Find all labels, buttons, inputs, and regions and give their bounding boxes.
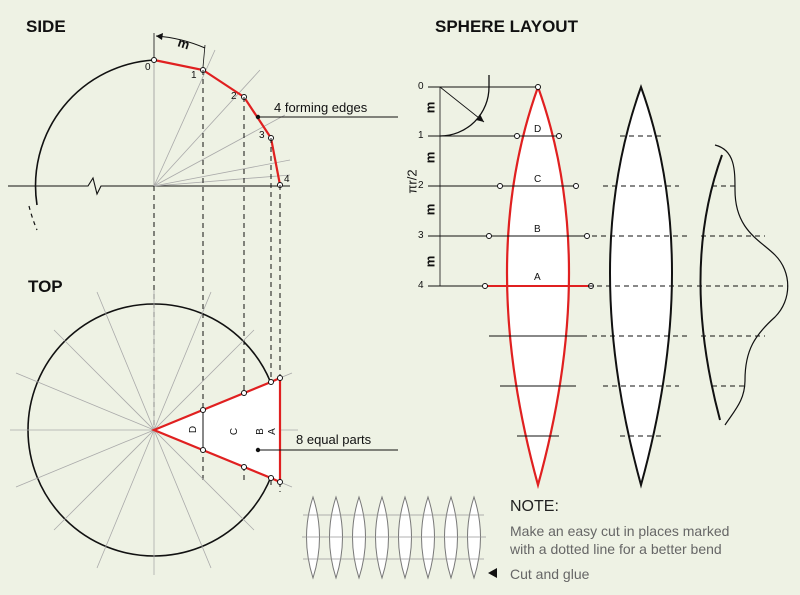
- layout-row-3: 3: [418, 230, 424, 241]
- m-arrow-head: [156, 33, 163, 40]
- side-circle-arc: [34, 59, 155, 206]
- layout-letter-a: A: [534, 272, 541, 283]
- side-point-label-1: 1: [191, 70, 197, 81]
- equal-parts-label: 8 equal parts: [296, 432, 372, 447]
- layout-row-1: 1: [418, 130, 424, 141]
- layout-m-label-1: m: [422, 101, 438, 114]
- gore-3: [699, 154, 723, 421]
- gore-3-rows: [697, 185, 788, 387]
- mini-gores-rows: [302, 514, 486, 560]
- layout-row-2: 2: [418, 180, 424, 191]
- top-heading: TOP: [28, 277, 63, 296]
- layout-letter-d: D: [534, 124, 542, 135]
- side-points: [151, 57, 283, 188]
- top-points: [200, 375, 283, 485]
- layout-quarter-arc: [439, 75, 490, 137]
- top-view: [10, 290, 398, 575]
- layout-pi-half-label: πr/2: [404, 169, 420, 194]
- layout-letter-b: B: [534, 224, 541, 235]
- forming-edges-label: 4 forming edges: [274, 100, 368, 115]
- side-point-label-3: 3: [259, 130, 265, 141]
- side-point-label-2: 2: [231, 91, 237, 102]
- layout-m-label-3: m: [422, 203, 438, 216]
- note-line-1: Make an easy cut in places marked: [510, 523, 730, 539]
- layout-letter-c: C: [534, 174, 542, 185]
- note-title: NOTE:: [510, 498, 559, 515]
- layout-m-label-2: m: [422, 151, 438, 164]
- side-forming-edges: [153, 58, 282, 186]
- layout-row-4: 4: [418, 280, 424, 291]
- side-axis-break: [8, 176, 290, 196]
- sphere-layout-heading: SPHERE LAYOUT: [435, 17, 578, 36]
- top-letter-a: A: [266, 428, 278, 435]
- top-letter-b: B: [254, 428, 266, 435]
- layout-m-label-4: m: [422, 255, 438, 268]
- sphere-layout: [428, 75, 789, 490]
- note-cut-and-glue: Cut and glue: [510, 566, 590, 582]
- mini-gores: [306, 495, 481, 580]
- gore-2-rows: [588, 135, 694, 437]
- side-heading: SIDE: [26, 17, 66, 36]
- side-point-label-0: 0: [145, 62, 151, 73]
- top-gore-segment: [151, 376, 282, 484]
- gore-1-points: [482, 84, 594, 289]
- top-letter-c: C: [229, 427, 241, 436]
- top-letter-d: D: [188, 425, 200, 434]
- side-circle-arc-dashed: [28, 205, 38, 231]
- side-point-label-4: 4: [284, 174, 290, 185]
- layout-row-0: 0: [418, 81, 424, 92]
- gore-3-wavy-edge: [714, 144, 789, 426]
- side-rays: [153, 49, 291, 187]
- cut-glue-marker: [488, 568, 497, 578]
- note-line-2: with a dotted line for a better bend: [510, 541, 722, 557]
